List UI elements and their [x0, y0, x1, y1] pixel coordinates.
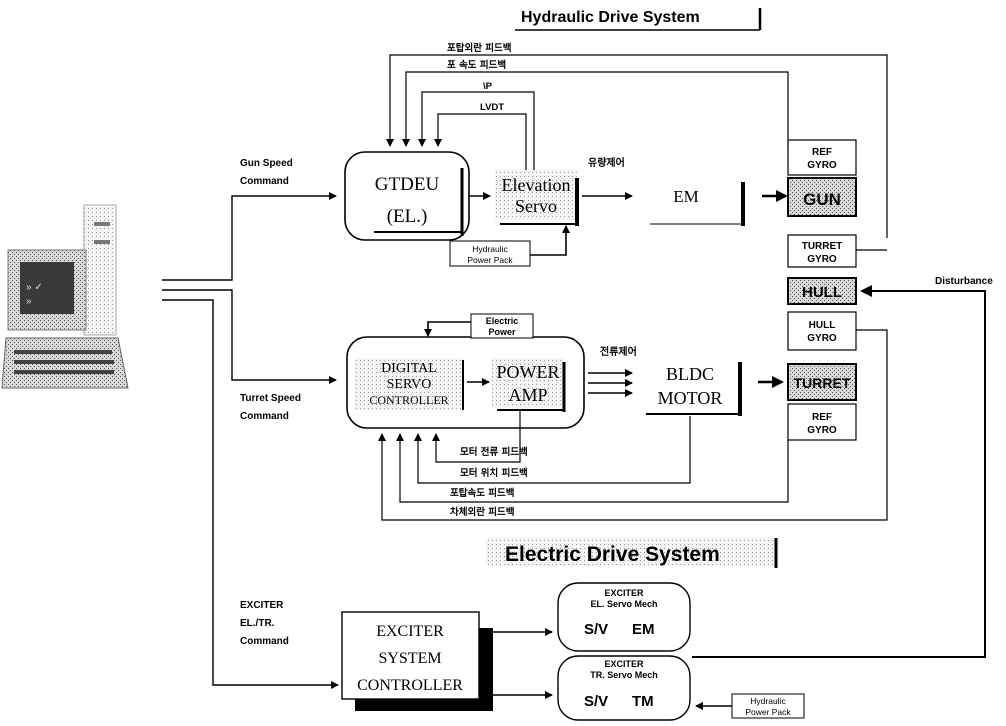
svg-text:»: » [26, 296, 32, 307]
hydraulic-power-pack-top: Hydraulic Power Pack [449, 240, 531, 267]
digital-label: DIGITAL [381, 361, 437, 376]
hydraulic-feedback-labels: 포탑외란 피드백 포 속도 피드백 \P LVDT [447, 42, 512, 113]
exciter-system-controller-block: EXCITER SYSTEM CONTROLLER [341, 611, 493, 711]
svg-text:Gun Speed: Gun Speed [240, 158, 293, 169]
svg-text:TR. Servo Mech: TR. Servo Mech [590, 670, 658, 680]
svg-text:Power: Power [488, 327, 516, 337]
gun-speed-feedback-label: 포 속도 피드백 [447, 59, 506, 71]
bldc-label: BLDC [666, 364, 714, 384]
svg-text:TURRET: TURRET [802, 241, 843, 252]
digital-servo-controller-block: DIGITAL SERVO CONTROLLER [355, 358, 464, 410]
hull-gyro: HULL GYRO [787, 311, 857, 351]
electric-feedback-labels: 모터 전류 피드백 모터 위치 피드백 포탑속도 피드백 차체외란 피드백 [450, 446, 528, 518]
amp-label: AMP [508, 385, 547, 405]
svg-text:EL./TR.: EL./TR. [240, 618, 275, 629]
svg-text:GYRO: GYRO [807, 254, 837, 265]
svg-text:Command: Command [240, 636, 289, 647]
gtdeu-sub-label: (EL.) [387, 206, 428, 227]
svg-text:Command: Command [240, 176, 289, 187]
controller-label-exciter: CONTROLLER [357, 677, 463, 694]
bldc-motor-block: BLDC MOTOR [640, 358, 742, 416]
delta-p-label: \P [483, 81, 493, 92]
hull-label: HULL [802, 284, 842, 301]
svg-text:GYRO: GYRO [807, 333, 837, 344]
svg-text:EXCITER: EXCITER [604, 659, 644, 669]
exciter-tr-servo-mech: EXCITER TR. Servo Mech S/V TM [557, 655, 691, 721]
electric-feedback-loops [378, 329, 888, 521]
turret-speed-command-label: Turret Speed Command [240, 393, 301, 422]
exciter-label: EXCITER [376, 623, 444, 640]
motor-label: MOTOR [658, 388, 723, 408]
current-control-label: 전류제어 [600, 345, 637, 358]
hydraulic-drive-title: Hydraulic Drive System [515, 8, 762, 31]
ref-gyro-bottom: REF GYRO [787, 403, 857, 441]
disturbance-path [692, 285, 986, 658]
hydraulic-feedback-loops [386, 54, 888, 238]
svg-text:Hydraulic: Hydraulic [750, 696, 786, 706]
em-label: EM [673, 187, 699, 206]
computer-icon: » ✓ » [1, 204, 129, 389]
hull-disturbance-feedback-label: 차체외란 피드백 [450, 506, 515, 518]
svg-text:EXCITER: EXCITER [604, 588, 644, 598]
system-label: SYSTEM [378, 650, 441, 667]
command-wires [162, 192, 339, 689]
svg-text:Turret Speed: Turret Speed [240, 393, 301, 404]
svg-text:Hydraulic: Hydraulic [472, 244, 508, 254]
gtdeu-label: GTDEU [375, 174, 440, 195]
turret-block: TURRET [787, 363, 857, 401]
controller-label: CONTROLLER [369, 393, 448, 407]
servo-label: SERVO [387, 377, 432, 392]
gun-block: GUN [787, 177, 857, 217]
elevation-servo-label: Elevation [502, 175, 571, 195]
exciter-command-label: EXCITER EL./TR. Command [240, 600, 289, 647]
ref-gyro-top: REF GYRO [787, 139, 857, 176]
svg-text:HULL: HULL [809, 320, 836, 331]
hull-block: HULL [787, 277, 857, 305]
tr-sv-label: S/V [584, 693, 608, 710]
em-block: EM [650, 182, 745, 226]
lvdt-label: LVDT [480, 102, 504, 113]
hydraulic-drive-title-text: Hydraulic Drive System [521, 9, 700, 26]
svg-text:Power Pack: Power Pack [745, 707, 791, 717]
turret-disturbance-feedback-label: 포탑외란 피드백 [447, 42, 512, 54]
elevation-servo-sub-label: Servo [515, 196, 557, 216]
svg-text:Command: Command [240, 411, 289, 422]
motor-position-feedback-label: 모터 위치 피드백 [460, 467, 528, 479]
turret-gyro: TURRET GYRO [787, 234, 857, 268]
svg-text:Electric: Electric [486, 316, 519, 326]
electric-drive-title-text: Electric Drive System [505, 543, 720, 566]
turret-label: TURRET [794, 375, 851, 391]
power-amp-block: POWER AMP [492, 358, 566, 412]
gun-label: GUN [803, 190, 841, 209]
electric-power-block: Electric Power [470, 313, 534, 339]
gun-speed-command-label: Gun Speed Command [240, 158, 293, 187]
flow-control-label: 유량제어 [588, 156, 625, 169]
svg-text:Power Pack: Power Pack [467, 255, 513, 265]
svg-text:EXCITER: EXCITER [240, 600, 284, 611]
gtdeu-block: GTDEU (EL.) [344, 151, 470, 241]
svg-text:GYRO: GYRO [807, 160, 837, 171]
elevation-servo-block: Elevation Servo [495, 170, 579, 226]
three-phase-arrows [588, 369, 633, 397]
exciter-el-servo-mech: EXCITER EL. Servo Mech S/V EM [557, 582, 691, 652]
svg-text:GYRO: GYRO [807, 425, 837, 436]
svg-text:» ✓: » ✓ [26, 282, 43, 293]
el-em-label: EM [632, 621, 655, 638]
electric-drive-title: Electric Drive System [486, 538, 778, 568]
el-sv-label: S/V [584, 621, 608, 638]
electric-power-arrow [424, 321, 471, 337]
motor-current-feedback-label: 모터 전류 피드백 [460, 446, 528, 458]
power-label: POWER [497, 362, 560, 382]
svg-text:REF: REF [812, 147, 832, 158]
turret-speed-feedback-label: 포탑속도 피드백 [450, 487, 515, 499]
tr-tm-label: TM [632, 693, 654, 710]
hydraulic-power-pack-bottom: Hydraulic Power Pack [731, 693, 805, 719]
svg-text:REF: REF [812, 412, 832, 423]
disturbance-label: Disturbance [935, 276, 993, 287]
svg-text:EL. Servo Mech: EL. Servo Mech [590, 599, 657, 609]
